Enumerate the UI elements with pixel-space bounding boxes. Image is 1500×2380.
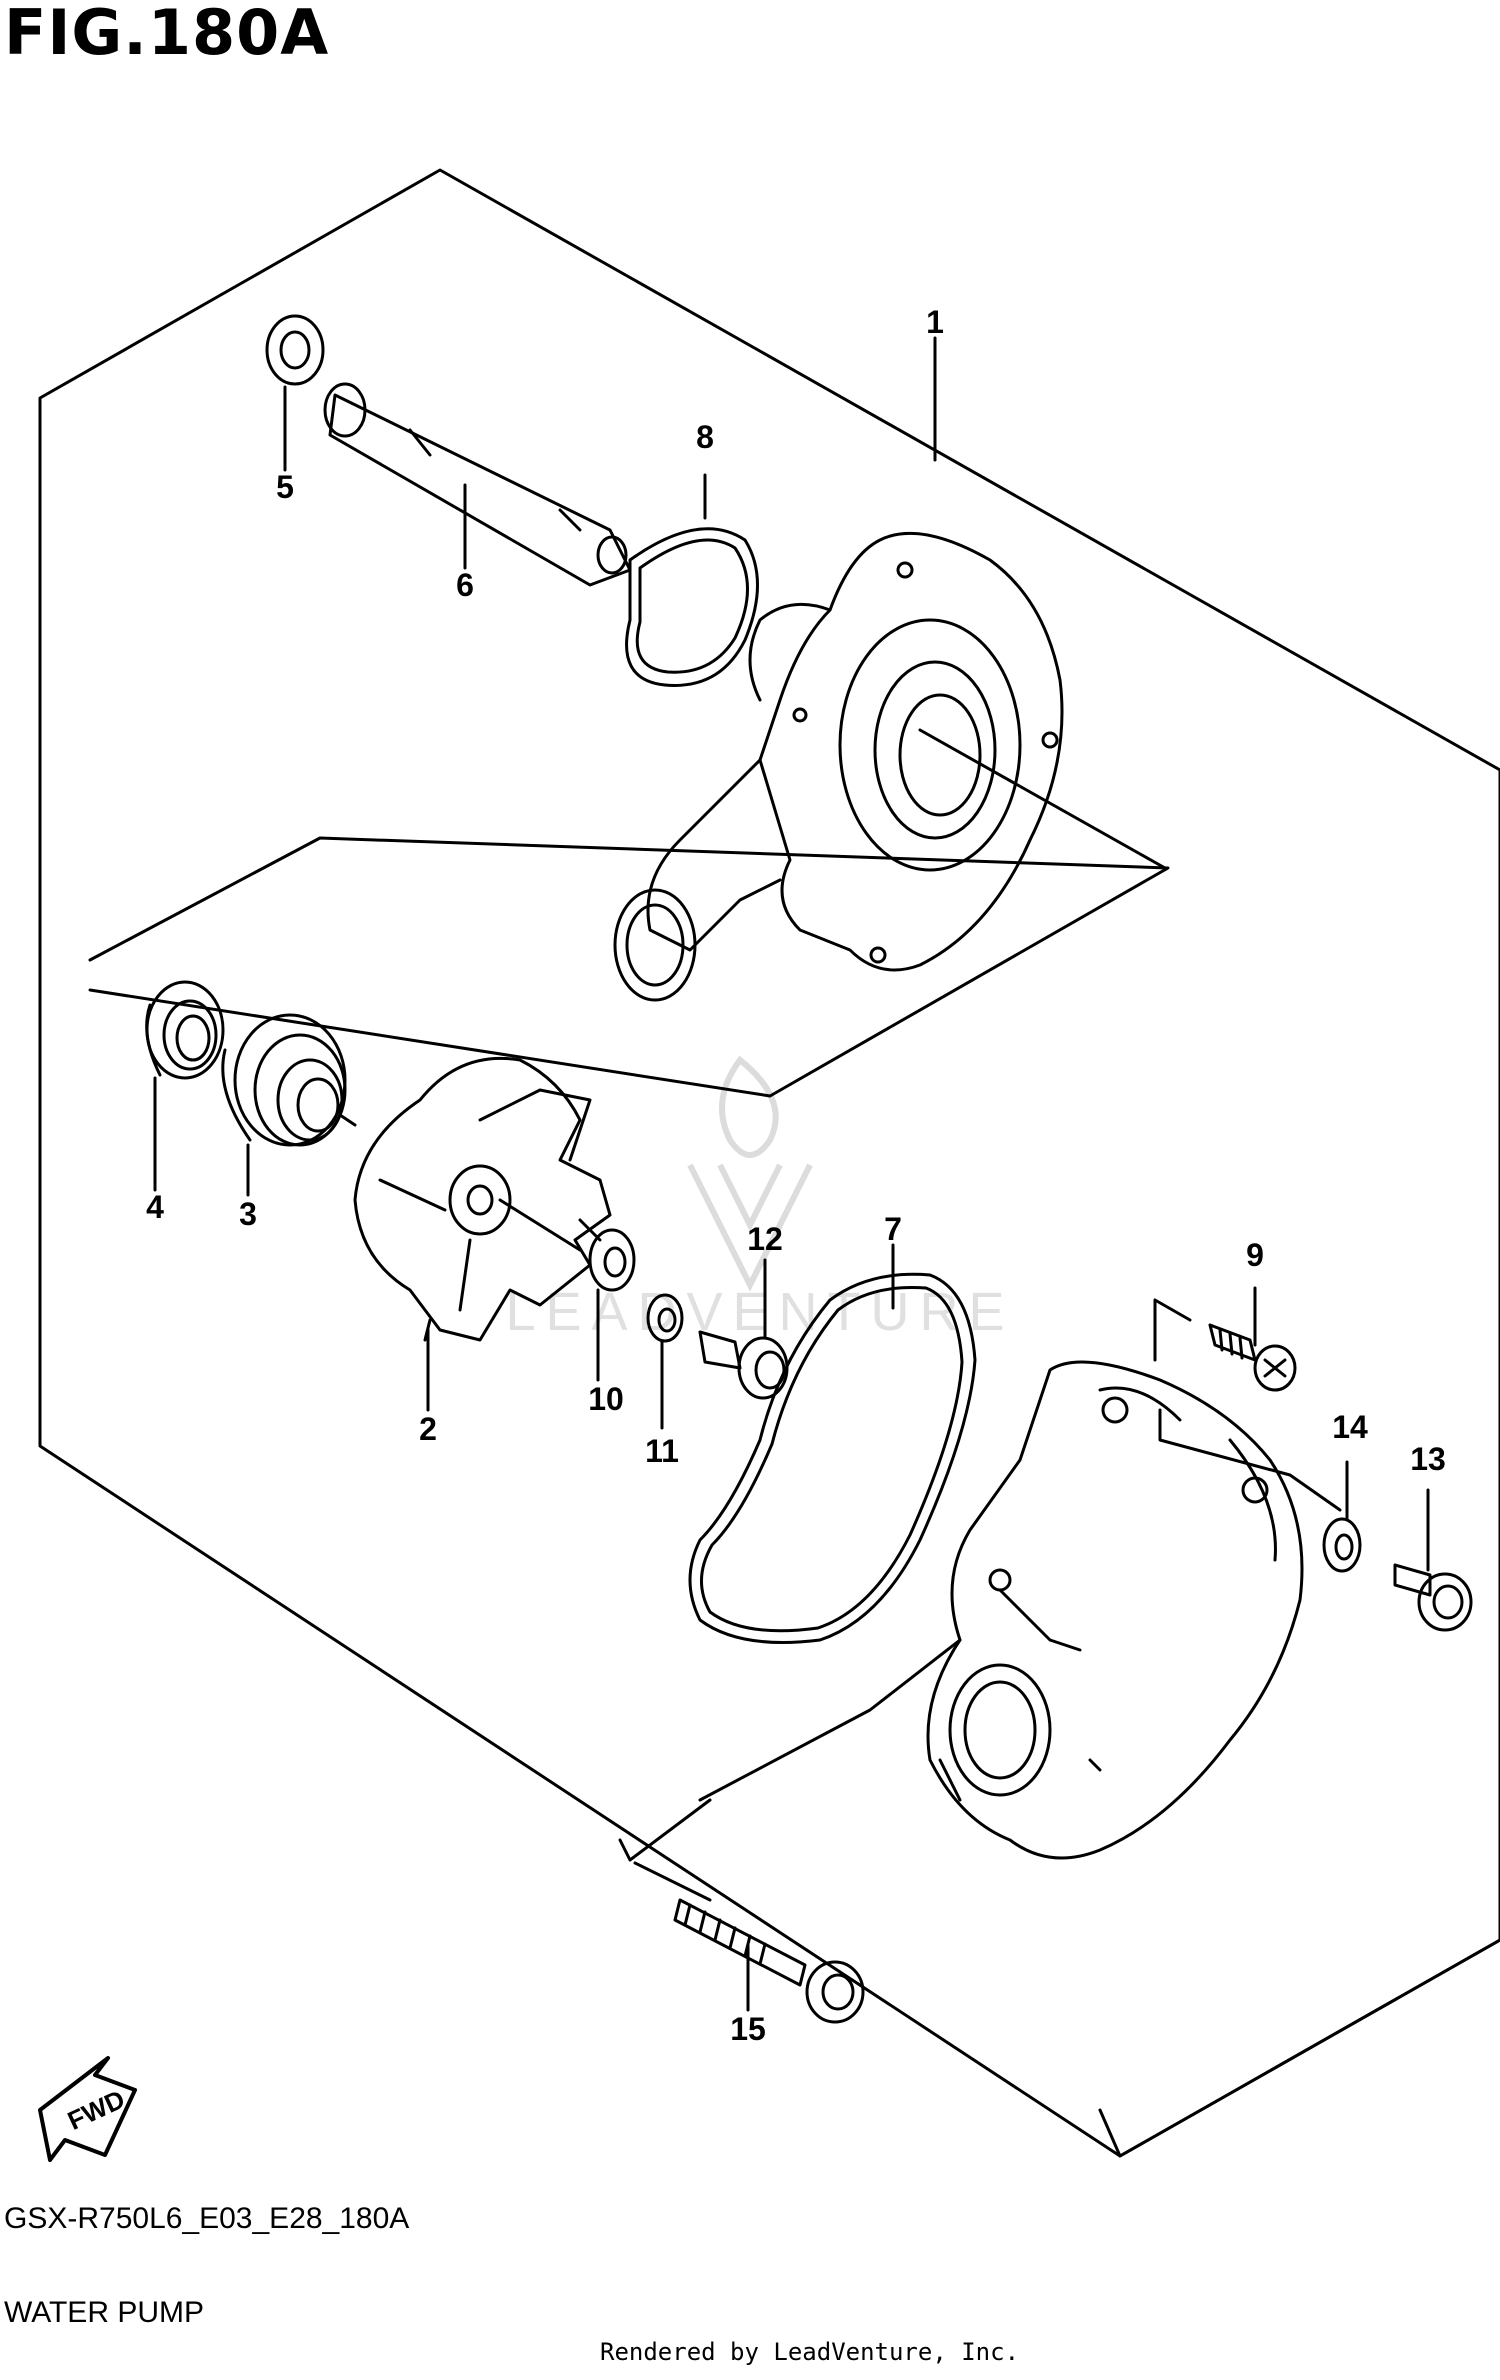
section-name: WATER PUMP: [4, 2296, 204, 2329]
callout-7: 7: [884, 1211, 902, 1247]
model-code: GSX-R750L6_E03_E28_180A: [4, 2202, 410, 2235]
part-13-bolt: [1393, 1488, 1473, 1632]
callout-4: 4: [146, 1189, 164, 1225]
callout-11: 11: [645, 1433, 679, 1469]
callout-6: 6: [456, 567, 474, 603]
part-11-washer: [646, 1293, 684, 1430]
render-credit: Rendered by LeadVenture, Inc.: [600, 2338, 1020, 2366]
callout-1: 1: [926, 304, 944, 340]
part-4-oil-seal: [145, 980, 225, 1192]
pump-body-frame: [88, 836, 1170, 1098]
callout-15: 15: [730, 2011, 766, 2047]
part-14-gasket-washer: [1322, 1460, 1362, 1573]
part-6-shaft: [323, 382, 632, 587]
pump-cover: [698, 1360, 1342, 1860]
part-10-seal-washer: [588, 1228, 636, 1382]
callout-9: 9: [1246, 1237, 1264, 1273]
callout-13: 13: [1410, 1441, 1446, 1477]
cover-bracket: [618, 1298, 1192, 1862]
callout-14: 14: [1332, 1409, 1368, 1445]
part-3-mechanical-seal: [221, 1013, 357, 1197]
callout-5: 5: [276, 469, 294, 505]
callout-8: 8: [696, 419, 714, 455]
callout-12: 12: [747, 1221, 783, 1257]
watermark-text: LEADVENTURE: [505, 1282, 1014, 1342]
part-2-impeller: [353, 1056, 612, 1412]
callout-2: 2: [419, 1411, 437, 1447]
callout-3: 3: [239, 1196, 257, 1232]
part-8-o-ring: [625, 473, 759, 687]
assembly-frame: [38, 168, 1500, 2158]
part-15-long-bolt: [673, 1898, 865, 2024]
part-7-cover-o-ring: [688, 1243, 977, 1644]
callout-10: 10: [588, 1381, 624, 1417]
part-9-screw: [1208, 1286, 1297, 1392]
part-1-pump-body: [613, 336, 1167, 1002]
part-5-washer: [265, 314, 325, 472]
bolt-bracket: [633, 1861, 1500, 2158]
fwd-arrow-icon: [38, 2056, 137, 2162]
figure-title: FIG.180A: [4, 0, 330, 69]
